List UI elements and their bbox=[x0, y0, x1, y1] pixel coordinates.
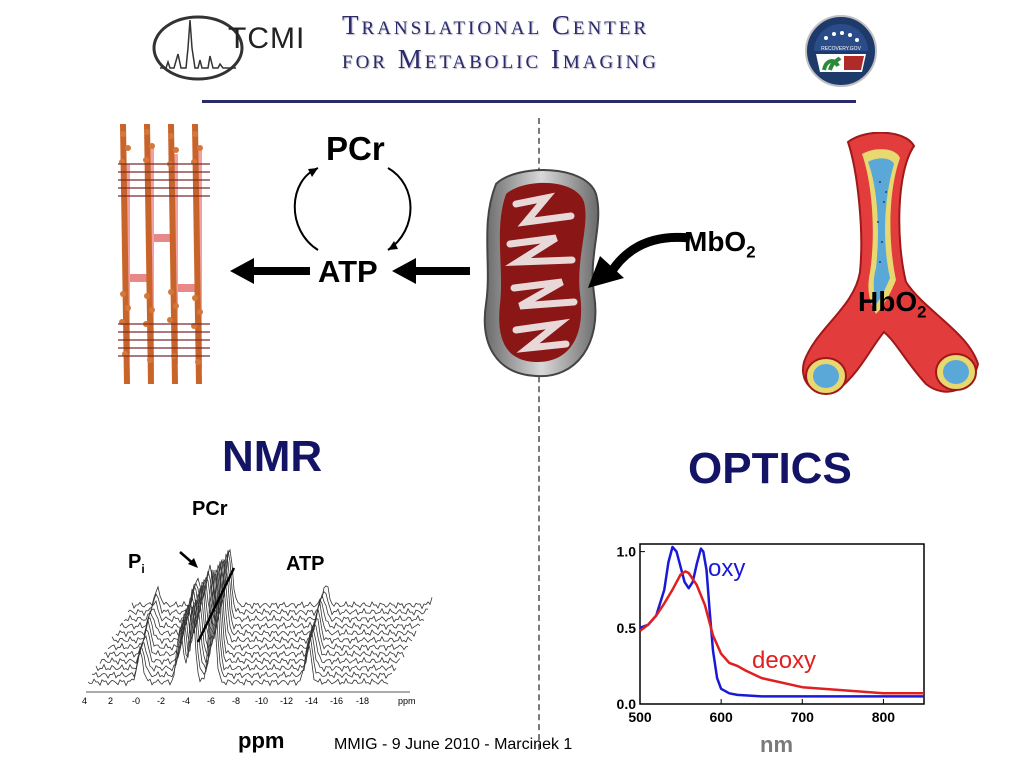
nmr-tick: 2 bbox=[108, 696, 114, 706]
header-divider bbox=[202, 100, 856, 103]
seal-text: RECOVERY.GOV bbox=[821, 46, 861, 52]
mbo2-text: MbO bbox=[684, 226, 747, 257]
nmr-tick: -2 bbox=[157, 696, 166, 706]
header-title-line1: Translational Center bbox=[342, 10, 650, 40]
nmr-trace bbox=[95, 572, 397, 673]
footer-caption: MMIG - 9 June 2010 - Marcinek 1 bbox=[334, 736, 573, 753]
x-tick-label: 700 bbox=[791, 709, 815, 725]
nmr-trace bbox=[103, 564, 405, 659]
y-tick-label: 0.0 bbox=[617, 696, 637, 712]
hbo2-subscript: 2 bbox=[917, 302, 927, 322]
nmr-trace bbox=[131, 548, 433, 610]
nmr-peak-atp-label: ATP bbox=[286, 553, 325, 575]
nmr-tick: -18 bbox=[356, 696, 370, 706]
pcr-atp-cycle-arrows bbox=[293, 167, 412, 251]
nmr-trace bbox=[107, 561, 409, 652]
series-label-oxy: oxy bbox=[708, 555, 745, 582]
optics-xlabel: nm bbox=[760, 732, 793, 757]
nmr-tick: -4 bbox=[182, 696, 191, 706]
nmr-tick: -12 bbox=[280, 696, 294, 706]
recovery-seal-icon: RECOVERY.GOV bbox=[805, 15, 877, 87]
optics-absorbance-chart: 1.0 0.5 0.0 500 600 700 800 oxy deoxy bbox=[617, 543, 925, 725]
chart-plot-area bbox=[639, 543, 925, 705]
nmr-tick: -10 bbox=[255, 696, 269, 706]
nmr-trace bbox=[115, 559, 417, 638]
nmr-tick: ppm bbox=[398, 696, 416, 706]
x-tick-label: 600 bbox=[709, 709, 733, 725]
nmr-tick: -0 bbox=[132, 696, 141, 706]
y-tick-label: 0.5 bbox=[617, 620, 637, 636]
section-divider bbox=[538, 118, 540, 750]
tcmi-logo: TCMI bbox=[152, 15, 305, 81]
nmr-axis-ticks: 4 2 -0 -2 -4 -6 -8 -10 -12 -14 -16 -18 p… bbox=[80, 696, 440, 710]
series-label-deoxy: deoxy bbox=[752, 647, 816, 674]
blood-vessel-illustration bbox=[802, 132, 980, 395]
pcr-label: PCr bbox=[326, 130, 385, 167]
atp-label: ATP bbox=[318, 254, 378, 289]
arrow-to-muscle-icon bbox=[230, 258, 310, 284]
x-tick-label: 500 bbox=[628, 709, 652, 725]
logo-text: TCMI bbox=[228, 22, 305, 55]
nmr-trace bbox=[119, 558, 421, 631]
nmr-trace bbox=[91, 569, 393, 680]
optics-heading: OPTICS bbox=[688, 444, 852, 493]
nmr-trace bbox=[127, 550, 429, 617]
nmr-tick: 4 bbox=[82, 696, 88, 706]
sarcomere-illustration bbox=[118, 124, 210, 384]
pi-text: P bbox=[128, 551, 142, 573]
nmr-peak-pcr-label: PCr bbox=[192, 498, 228, 520]
nmr-trace bbox=[111, 559, 413, 645]
x-tick-label: 800 bbox=[872, 709, 896, 725]
nmr-tick: -8 bbox=[232, 696, 241, 706]
nmr-heading: NMR bbox=[222, 432, 323, 481]
mbo2-label: MbO2 bbox=[684, 226, 756, 263]
y-tick-label: 1.0 bbox=[617, 544, 637, 560]
mbo2-curved-arrow-icon bbox=[588, 232, 691, 288]
nmr-trace bbox=[99, 569, 401, 666]
nmr-tick: -16 bbox=[330, 696, 344, 706]
nmr-tick: -14 bbox=[305, 696, 319, 706]
arrow-to-atp-icon bbox=[392, 258, 470, 284]
series-line-deoxy bbox=[639, 570, 924, 695]
nmr-xlabel: ppm bbox=[238, 728, 285, 753]
pi-subscript: i bbox=[141, 562, 145, 576]
mbo2-subscript: 2 bbox=[746, 242, 756, 262]
series-line-oxy bbox=[639, 545, 924, 698]
nmr-tick: -6 bbox=[207, 696, 216, 706]
header-title-line2: for Metabolic Imaging bbox=[342, 44, 659, 74]
header: TCMI Translational Center for Metabolic … bbox=[0, 0, 1024, 110]
nmr-stacked-spectrum bbox=[86, 548, 433, 693]
hbo2-text: HbO bbox=[858, 286, 918, 317]
hbo2-label: HbO2 bbox=[858, 286, 926, 323]
nmr-trace bbox=[123, 553, 425, 624]
nmr-peak-pi-label: Pi bbox=[128, 551, 145, 576]
mitochondrion-illustration bbox=[483, 169, 600, 378]
